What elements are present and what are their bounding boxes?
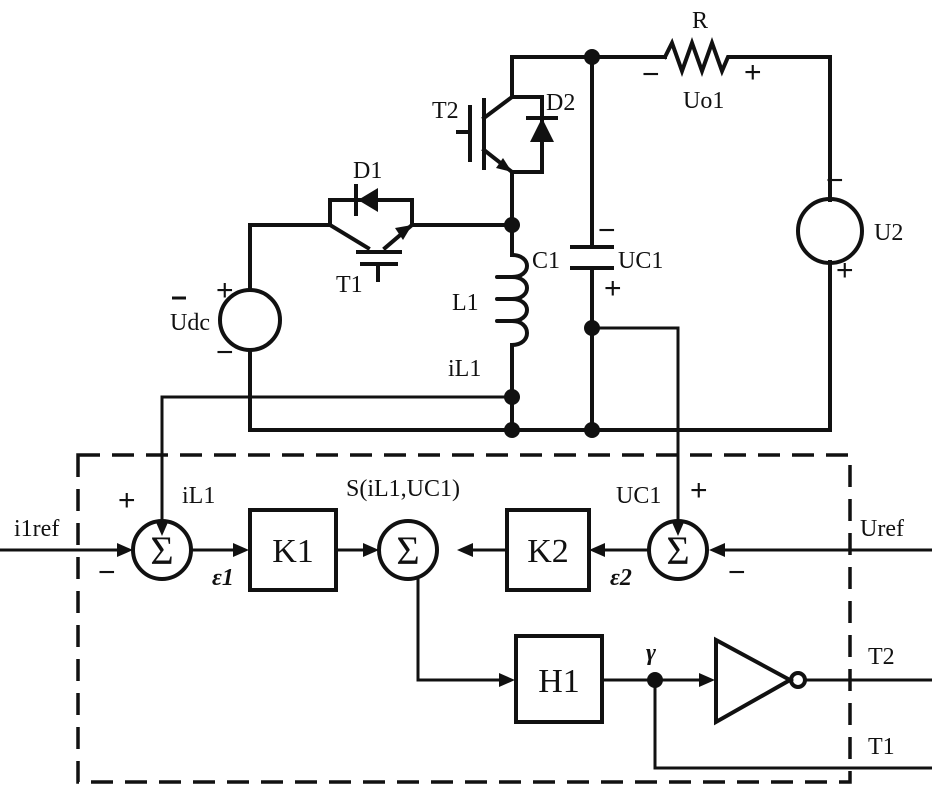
label-t1-out: T1 [868, 734, 895, 760]
sign-u2-plus: + [836, 254, 854, 287]
junction-gamma [647, 672, 663, 688]
junction-dots [504, 49, 600, 438]
label-e2: ε2 [610, 565, 632, 591]
label-t2-out: T2 [868, 644, 895, 670]
label-e1: ε1 [212, 565, 234, 591]
sign-c-minus: − [598, 214, 616, 247]
wire-right-lower [510, 260, 832, 432]
sign-c-plus: + [604, 272, 622, 305]
svg-text:Σ: Σ [666, 528, 689, 573]
capacitor [570, 245, 614, 270]
label-udc: Udc [170, 310, 210, 336]
inductor [495, 252, 529, 348]
sum-junction-2: Σ [377, 519, 439, 581]
wire-t1-out [653, 680, 932, 770]
label-uref: Uref [860, 516, 904, 542]
wire-left-bottom [248, 348, 514, 432]
resistor [662, 37, 737, 77]
label-d1: D1 [353, 158, 382, 184]
label-d2: D2 [546, 90, 575, 116]
power-circuit: R Uo1 − + T2 D2 D1 T1 C1 UC1 − + U2 − + … [170, 8, 903, 438]
label-i1ref: i1ref [14, 516, 59, 542]
source-udc [218, 288, 282, 352]
sign-r-plus: + [744, 56, 762, 89]
label-resistor: R [692, 8, 708, 34]
feedback-il1-wire [160, 395, 512, 522]
source-u2 [796, 197, 864, 265]
sign-u2-minus: − [826, 164, 844, 197]
label-uo1: Uo1 [683, 88, 724, 114]
label-l1: L1 [452, 290, 479, 316]
sign-udc-minus: − [216, 336, 234, 369]
sign-sum1-plus: + [118, 484, 136, 517]
sign-sum3-plus: + [690, 474, 708, 507]
label-gamma: γ [646, 640, 656, 666]
svg-text:H1: H1 [538, 663, 580, 700]
control-section: Σ Σ Σ K1 K2 H1 i1ref iL1 + − [0, 326, 932, 784]
feedback-uc1-wire [592, 326, 680, 522]
svg-text:K2: K2 [527, 533, 569, 570]
diode-d2 [510, 95, 558, 174]
inverter [714, 636, 807, 726]
transistor-t1 [327, 222, 415, 282]
sign-r-minus: − [642, 58, 660, 91]
label-t1: T1 [336, 272, 363, 298]
sign-udc-plus: + [216, 274, 234, 307]
label-il1-circuit: iL1 [448, 356, 481, 382]
label-il1-ctrl: iL1 [182, 483, 215, 509]
controller-boundary [76, 453, 852, 784]
label-c1: C1 [532, 248, 560, 274]
svg-text:K1: K1 [272, 533, 314, 570]
svg-text:Σ: Σ [396, 528, 419, 573]
diode-d1 [328, 184, 414, 227]
block-k1: K1 [248, 508, 338, 592]
sum-junction-3: Σ [647, 519, 709, 581]
label-uc1-ctrl: UC1 [616, 483, 661, 509]
sign-sum3-minus: − [728, 556, 746, 589]
wire-s-to-h1 [416, 578, 500, 682]
label-t2: T2 [432, 98, 459, 124]
transistor-t2 [456, 94, 515, 175]
block-h1: H1 [514, 634, 604, 724]
block-k2: K2 [505, 508, 591, 592]
wire-top [510, 55, 832, 202]
label-surface: S(iL1,UC1) [346, 476, 460, 502]
sign-sum1-minus: − [98, 556, 116, 589]
label-uc1-cap: UC1 [618, 248, 663, 274]
svg-text:Σ: Σ [150, 528, 173, 573]
wire-left-loop [248, 223, 514, 292]
sum-junction-1: Σ [131, 519, 193, 581]
label-u2: U2 [874, 220, 903, 246]
